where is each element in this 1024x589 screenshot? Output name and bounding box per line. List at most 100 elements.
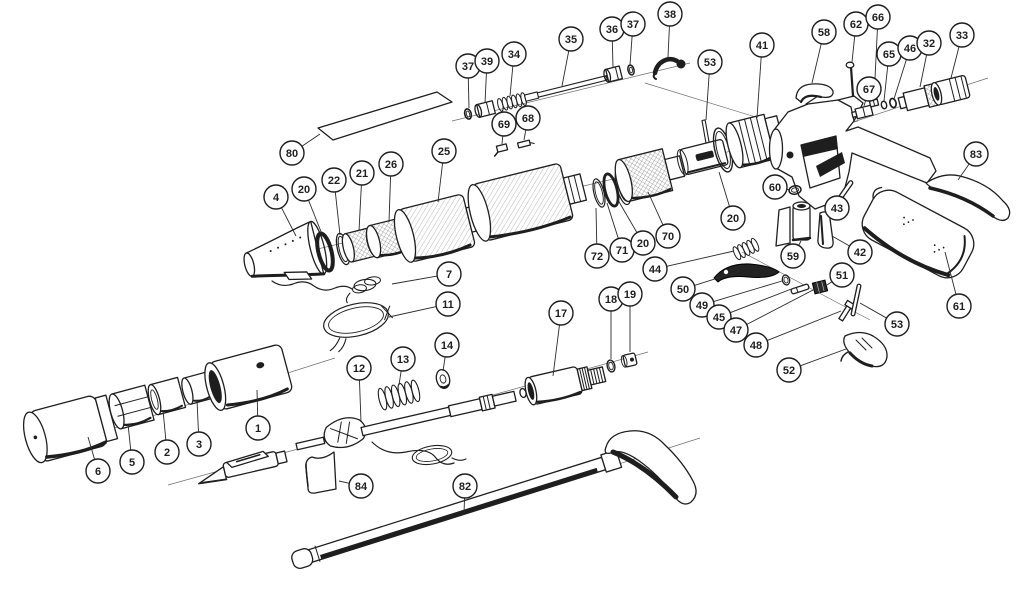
part-59-valve-block-drawing xyxy=(775,201,812,247)
callout-number: 46 xyxy=(904,43,916,55)
part-65-oring-drawing xyxy=(880,100,888,110)
callout-number: 53 xyxy=(704,57,716,69)
callout-58: 58 xyxy=(811,19,837,84)
callout-balloon xyxy=(617,281,643,307)
callout-balloon xyxy=(824,195,850,221)
callout-number: 83 xyxy=(970,149,982,161)
callout-balloon xyxy=(263,184,289,210)
callout-number: 6 xyxy=(95,466,101,478)
part-17-valve-drawing xyxy=(524,366,607,406)
callout-leader-line xyxy=(398,370,402,386)
callout-number: 68 xyxy=(522,113,534,125)
callout-68: 68 xyxy=(515,105,541,141)
part-45-pin-drawing xyxy=(790,283,810,295)
callout-balloon xyxy=(474,48,500,74)
callout-number: 7 xyxy=(446,269,452,281)
callout-66: 66 xyxy=(865,4,891,100)
callout-number: 22 xyxy=(328,175,340,187)
callout-53: 53 xyxy=(859,302,910,337)
callout-leader-line xyxy=(338,480,350,484)
callout-leader-line xyxy=(388,306,437,318)
callout-number: 3 xyxy=(196,439,202,451)
callout-26: 26 xyxy=(378,151,404,223)
callout-50: 50 xyxy=(670,270,741,302)
callout-42: 42 xyxy=(831,235,873,265)
callout-84: 84 xyxy=(338,473,374,499)
callout-11: 11 xyxy=(388,291,461,318)
callout-leader-line xyxy=(746,288,816,325)
callout-number: 52 xyxy=(783,365,795,377)
callout-balloon xyxy=(378,151,404,177)
callout-balloon xyxy=(670,276,696,302)
callout-61: 61 xyxy=(944,251,972,319)
callout-balloon xyxy=(245,415,271,441)
callout-leader-line xyxy=(391,275,438,285)
part-33-inlet-cap-drawing xyxy=(930,74,971,106)
callout-number: 33 xyxy=(956,30,968,42)
callout-83: 83 xyxy=(957,141,989,181)
callout-47: 47 xyxy=(723,288,816,343)
callout-number: 44 xyxy=(649,264,662,276)
callout-7: 7 xyxy=(391,261,462,287)
part-12-rod-lanyard-drawing xyxy=(295,390,517,451)
callout-leader-line xyxy=(950,46,960,79)
part-11-rope-loop-drawing xyxy=(323,302,393,353)
callout-71: 71 xyxy=(606,202,635,263)
callout-48: 48 xyxy=(743,310,842,358)
callout-number: 12 xyxy=(353,363,365,375)
callout-39: 39 xyxy=(474,48,500,104)
callout-number: 69 xyxy=(498,119,510,131)
part-20-oring-front-drawing xyxy=(315,231,335,273)
callout-number: 13 xyxy=(397,354,409,366)
callout-leader-line xyxy=(552,324,560,377)
callout-balloon xyxy=(856,76,882,102)
callout-leader-line xyxy=(629,35,633,66)
callout-leader-line xyxy=(863,100,867,107)
callout-balloon xyxy=(780,243,806,269)
callout-82: 82 xyxy=(452,473,478,514)
callout-67: 67 xyxy=(856,76,882,107)
part-39-nut-drawing xyxy=(474,100,496,118)
part-1-socket-drawing xyxy=(204,344,293,411)
callout-balloon xyxy=(657,1,683,27)
callout-69: 69 xyxy=(491,111,517,145)
callout-number: 37 xyxy=(627,19,639,31)
callout-balloon xyxy=(697,49,723,75)
callout-leader-line xyxy=(893,59,907,100)
callout-35: 35 xyxy=(558,26,584,87)
callout-17: 17 xyxy=(548,300,574,377)
callout-leader-line xyxy=(467,77,470,109)
part-68-screw-drawing xyxy=(516,139,535,149)
callout-leader-line xyxy=(127,423,132,451)
callout-leader-line xyxy=(442,356,446,372)
callout-leader-line xyxy=(826,281,833,286)
callout-balloon xyxy=(436,261,462,287)
callout-number: 43 xyxy=(831,203,843,215)
part-19-nut-drawing xyxy=(620,352,638,368)
callout-number: 39 xyxy=(481,56,493,68)
part-84-rubber-block-drawing xyxy=(305,451,337,494)
callout-51: 51 xyxy=(826,262,855,288)
callout-number: 36 xyxy=(606,24,618,36)
callout-38: 38 xyxy=(657,1,683,58)
callout-number: 62 xyxy=(850,19,862,31)
callout-number: 58 xyxy=(818,27,830,39)
callout-number: 18 xyxy=(605,294,617,306)
callout-number: 17 xyxy=(555,308,567,320)
callout-balloon xyxy=(655,223,681,249)
callout-number: 42 xyxy=(854,247,866,259)
callout-70: 70 xyxy=(647,191,681,249)
callout-leader-line xyxy=(800,348,847,367)
callout-leader-line xyxy=(334,191,341,236)
callout-leader-line xyxy=(766,310,842,341)
callout-balloon xyxy=(762,174,788,200)
part-36-nut-drawing xyxy=(603,65,624,83)
callout-balloon xyxy=(949,22,975,48)
callout-leader-line xyxy=(501,135,504,145)
callout-leader-line xyxy=(308,199,323,235)
callout-number: 14 xyxy=(441,340,454,352)
callout-leader-line xyxy=(831,235,850,247)
callout-leader-line xyxy=(798,240,802,246)
part-49-oring-drawing xyxy=(781,274,791,286)
